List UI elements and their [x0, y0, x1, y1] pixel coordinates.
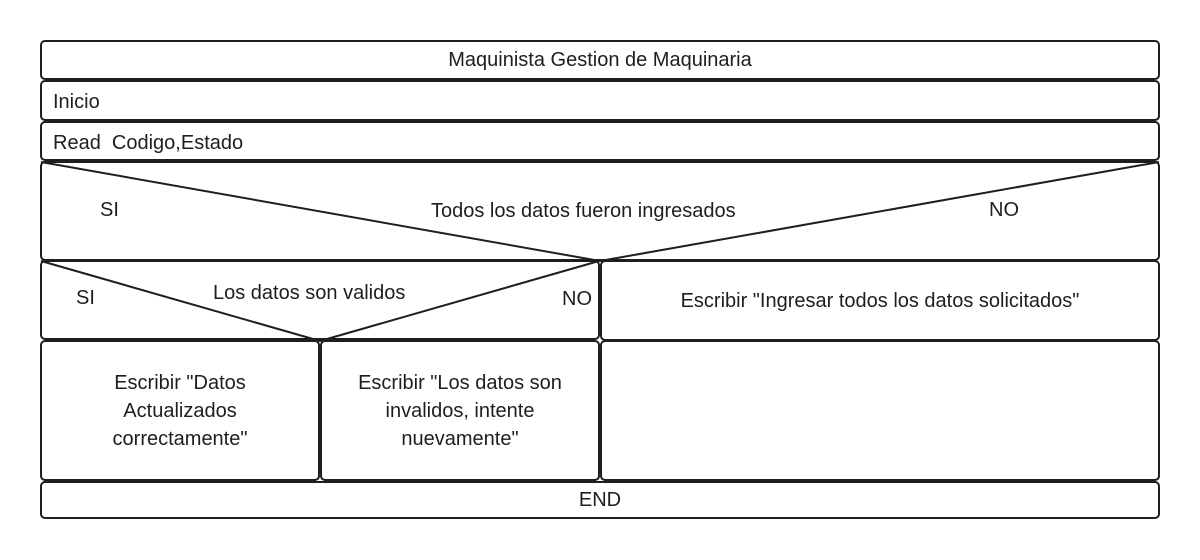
write-missing-box: Escribir "Ingresar todos los datos solic… — [600, 260, 1160, 341]
end-box: END — [40, 481, 1160, 519]
read-label: Read Codigo,Estado — [53, 132, 244, 154]
write-ok-label: Escribir "Datos Actualizados correctamen… — [112, 371, 248, 450]
condition1-no-label: NO — [989, 199, 1019, 221]
end-label: END — [578, 489, 622, 511]
write-ok-box: Escribir "Datos Actualizados correctamen… — [40, 340, 320, 481]
condition1-question: Todos los datos fueron ingresados — [431, 200, 736, 222]
read-box: Read Codigo,Estado — [40, 121, 1160, 161]
start-label: Inicio — [53, 91, 100, 113]
title-box: Maquinista Gestion de Maquinaria — [40, 40, 1160, 80]
empty-cell — [600, 340, 1160, 481]
condition2-question: Los datos son validos — [213, 282, 406, 304]
condition1-yes-label: SI — [100, 199, 119, 221]
write-invalid-label: Escribir "Los datos son invalidos, inten… — [358, 371, 562, 450]
diagram-title: Maquinista Gestion de Maquinaria — [448, 49, 752, 71]
write-missing-label: Escribir "Ingresar todos los datos solic… — [680, 289, 1080, 312]
condition2-no-label: NO — [562, 288, 592, 310]
condition2-yes-label: SI — [76, 287, 95, 309]
start-box: Inicio — [40, 80, 1160, 121]
write-invalid-box: Escribir "Los datos son invalidos, inten… — [320, 340, 600, 481]
